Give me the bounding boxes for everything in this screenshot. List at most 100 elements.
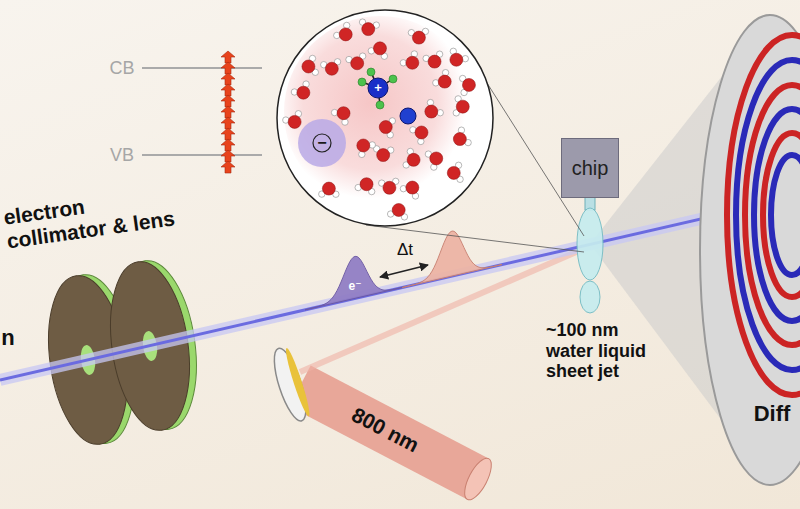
oxygen-atom (425, 105, 438, 118)
excitation-arrow (221, 128, 235, 140)
ring (763, 133, 800, 297)
delay-arrow (380, 265, 428, 277)
oxygen-atom (453, 133, 466, 146)
band-label: VB (110, 145, 134, 166)
diffraction-rings (727, 35, 800, 395)
oxygen-atom (351, 57, 364, 70)
water-molecule (387, 203, 407, 220)
ring (727, 35, 800, 395)
hydrogen-atom (344, 22, 350, 28)
water-molecule (453, 96, 469, 116)
mirror-body (268, 345, 312, 424)
ring (736, 60, 800, 370)
oxygen-atom (412, 31, 425, 44)
water-molecule (379, 118, 395, 138)
oxygen-atom (357, 139, 370, 152)
oxygen-atom (373, 42, 386, 55)
oxygen-atom (438, 75, 451, 88)
laser-beam (300, 386, 478, 479)
part-label: n (1, 325, 14, 350)
nitrogen-atom (368, 78, 388, 98)
hydrogen-atom (427, 99, 433, 105)
oxygen-atom (456, 100, 469, 113)
water-molecules (283, 19, 476, 220)
oxygen-atom (337, 107, 350, 120)
hydrogen-atom (442, 69, 448, 75)
hydrogen-atom (437, 110, 443, 116)
band-line (142, 67, 262, 69)
laser-end (459, 454, 496, 503)
inset-circle (277, 10, 493, 226)
oxygen-atom (362, 23, 375, 36)
charge-sign: − (317, 134, 326, 152)
hydrogen-atom (433, 80, 439, 86)
oxygen-atom (407, 153, 420, 166)
oxygen-atom (462, 78, 475, 91)
ring (745, 85, 800, 345)
oxygen-atom (406, 181, 419, 194)
water-molecule (355, 178, 375, 195)
oxygen-atom (297, 86, 310, 99)
water-molecule (334, 22, 353, 41)
pulse-label: e⁻ (348, 280, 361, 294)
oxygen-atom (377, 149, 390, 162)
oxygen-atom (379, 121, 392, 134)
water-molecule (359, 19, 379, 36)
oxygen-atom (430, 152, 443, 165)
band-line (142, 154, 262, 156)
hydrogen-atom (400, 60, 406, 66)
excitation-arrow (221, 84, 235, 96)
ion-atom (400, 108, 416, 124)
ring (771, 155, 800, 275)
hydrogen-atom (400, 185, 406, 191)
excitation-arrow (221, 150, 235, 162)
hydrogen-atom (367, 68, 375, 76)
detector-label: Diff (754, 401, 791, 426)
mirror (268, 345, 313, 424)
excitation-arrow (221, 161, 235, 173)
oxygen-atom (450, 53, 463, 66)
hydrogen-atom (331, 109, 337, 115)
water-molecule (450, 48, 469, 66)
water-molecule (400, 51, 419, 69)
excitation-arrow (221, 62, 235, 74)
oxygen-atom (288, 115, 301, 128)
water-molecule (331, 107, 350, 126)
water-molecule (368, 42, 387, 60)
oxygen-atom (302, 60, 315, 73)
pulses (305, 231, 502, 310)
excitation-arrow (221, 117, 235, 129)
water-molecule (373, 146, 393, 162)
water-molecule (425, 151, 443, 170)
ring (754, 109, 800, 321)
excitation-arrow (221, 73, 235, 85)
electron-pulse (305, 256, 405, 309)
water-molecule (291, 81, 310, 99)
excitation-arrow (221, 95, 235, 107)
water-molecule (459, 75, 475, 95)
laser-label: 800 nm (347, 403, 422, 458)
oxygen-atom (383, 181, 396, 194)
mirror-coating (283, 347, 313, 418)
oxygen-atom (325, 62, 338, 75)
excitation-arrow (221, 106, 235, 118)
water-molecule (319, 182, 339, 197)
excitation-arrow (221, 139, 235, 151)
oxygen-atom (428, 55, 441, 68)
water-molecule (400, 181, 419, 199)
oxygen-atom (447, 166, 460, 179)
excitation-arrow (221, 51, 235, 63)
liquid-sheet-lobe (580, 281, 600, 313)
excitation-arrows (221, 51, 235, 173)
water-molecule (357, 139, 376, 158)
water-molecule (379, 178, 399, 194)
water-molecule (447, 162, 463, 182)
band-label: CB (109, 58, 134, 79)
liquid-sheet (577, 208, 603, 280)
part-label: electron collimator & lens (2, 181, 185, 254)
oxygen-atom (415, 126, 428, 139)
laser-pulse (402, 231, 502, 287)
hydrogen-atom (376, 101, 384, 109)
water-molecule (321, 59, 341, 76)
